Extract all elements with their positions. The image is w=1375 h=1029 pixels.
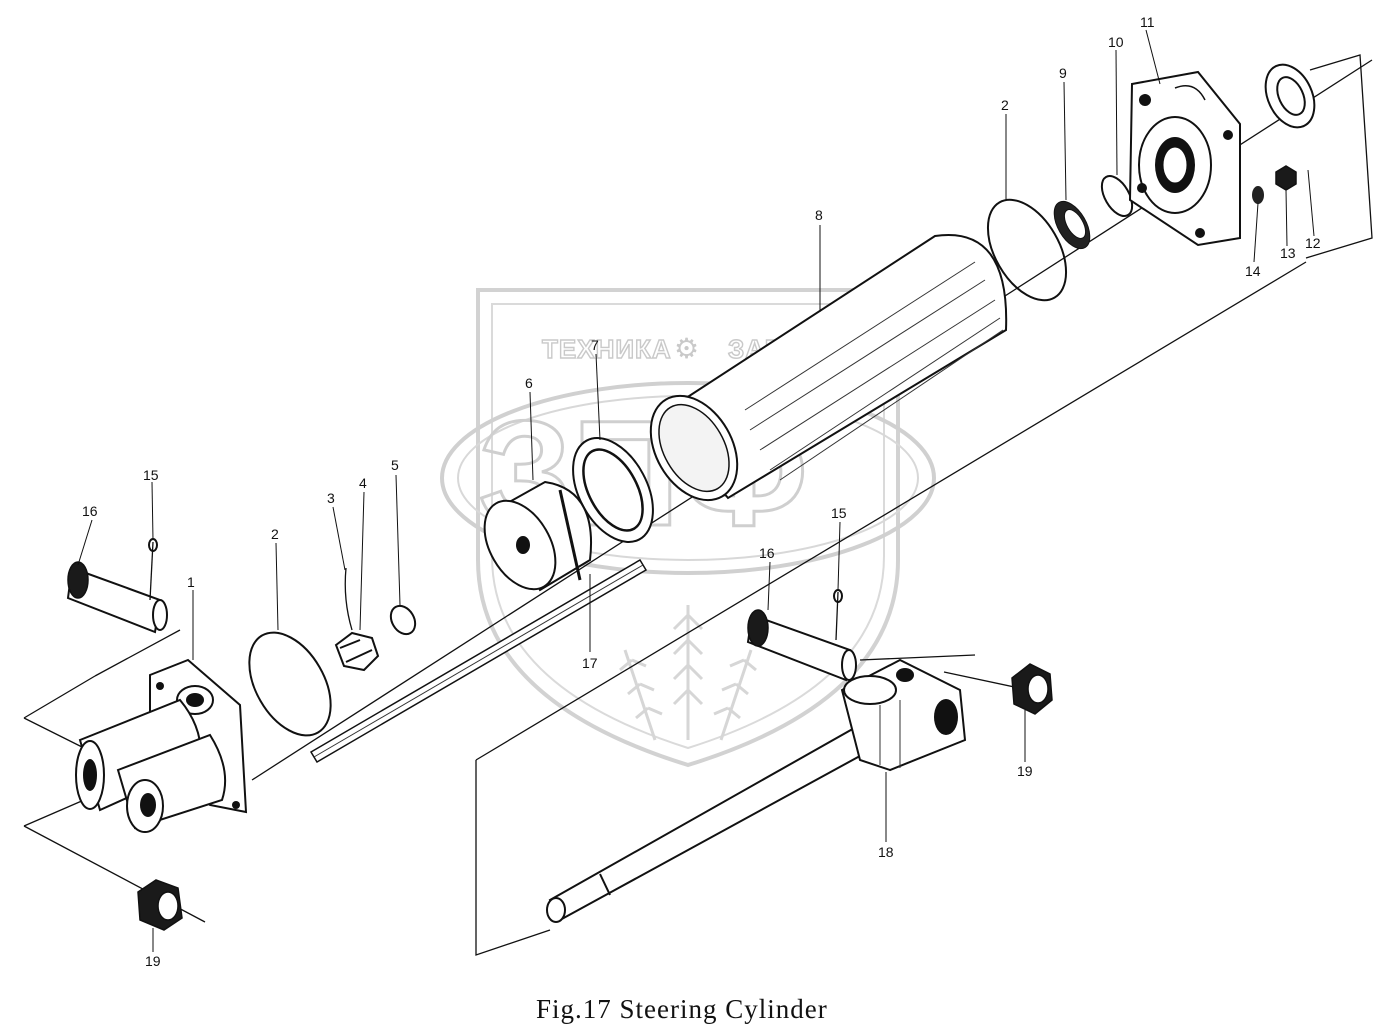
callout-10: 10 (1108, 34, 1124, 50)
o-ring-right (986, 198, 1068, 302)
piston (483, 480, 592, 592)
watermark-left-text: ТЕХНИКА (542, 334, 672, 364)
callout-1: 1 (187, 574, 195, 590)
tie-rod (309, 558, 648, 764)
callout-14: 14 (1245, 263, 1261, 279)
piston-rod (546, 658, 967, 923)
leader-lines (77, 29, 1315, 952)
pin-left (66, 561, 168, 634)
callout-7: 7 (591, 337, 599, 353)
callout-18: 18 (878, 844, 894, 860)
o-ring-small-left (389, 604, 417, 636)
figure-caption: Fig.17 Steering Cylinder (536, 994, 828, 1024)
callout-19-right: 19 (1017, 763, 1033, 779)
cylinder-base (75, 658, 248, 833)
callout-16-left: 16 (82, 503, 98, 519)
o-ring-small-right (1100, 175, 1134, 217)
cylinder-head (1128, 70, 1241, 247)
cotter-pin-left (344, 567, 353, 631)
callout-3: 3 (327, 490, 335, 506)
callout-17: 17 (582, 655, 598, 671)
o-ring-left (248, 631, 332, 737)
nut-small (1275, 165, 1297, 191)
watermark-ellipse (440, 381, 936, 575)
wiper (1264, 63, 1316, 129)
cotter-pin-15-right (835, 591, 839, 641)
callout-15-right: 15 (831, 505, 847, 521)
bushing-right (1011, 663, 1053, 715)
pin-right (746, 609, 857, 682)
seal (1053, 200, 1091, 250)
callouts: 11 10 9 2 8 12 13 14 7 6 5 15 4 3 16 15 … (82, 14, 1321, 969)
callout-9: 9 (1059, 65, 1067, 81)
callout-19-left: 19 (145, 953, 161, 969)
castle-nut (334, 631, 380, 672)
callout-15-left: 15 (143, 467, 159, 483)
callout-8: 8 (815, 207, 823, 223)
callout-16-right: 16 (759, 545, 775, 561)
gear-icon: ⚙ (674, 332, 699, 365)
callout-13: 13 (1280, 245, 1296, 261)
callout-11: 11 (1140, 14, 1155, 30)
bushing-left (137, 879, 183, 931)
watermark-shield (476, 288, 900, 768)
callout-2-left: 2 (271, 526, 279, 542)
callout-2-right: 2 (1001, 97, 1009, 113)
callout-6: 6 (525, 375, 533, 391)
wheat-icon (619, 605, 757, 741)
cylinder-tube (649, 233, 1008, 502)
callout-4: 4 (359, 475, 367, 491)
washer-small (1252, 186, 1264, 204)
callout-12: 12 (1305, 235, 1321, 251)
callout-5: 5 (391, 457, 399, 473)
